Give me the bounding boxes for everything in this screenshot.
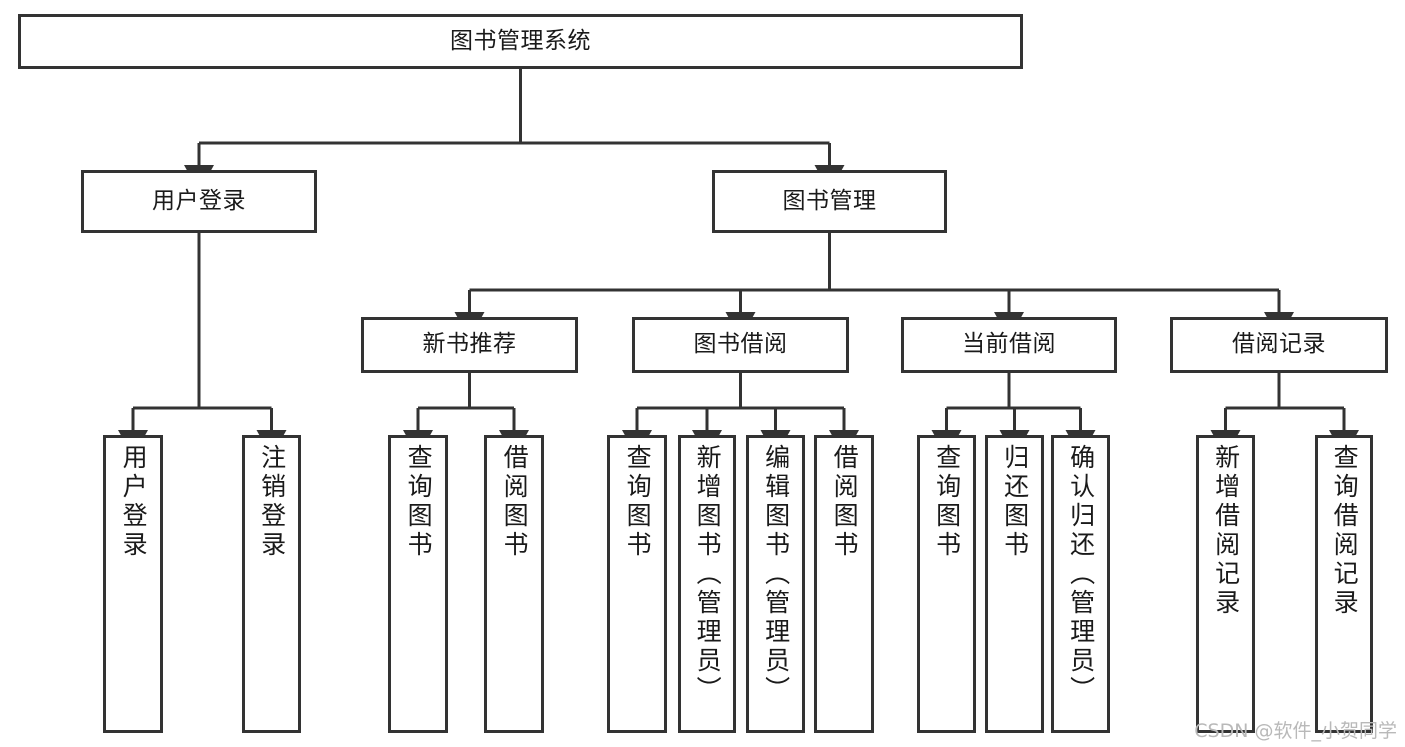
node-label: 归还图书 <box>1000 444 1030 560</box>
node-label: 用户登录 <box>119 444 149 560</box>
node-login[interactable]: 用户登录 <box>81 170 317 233</box>
node-l9[interactable]: 查询图书 <box>917 435 976 733</box>
node-l1[interactable]: 用户登录 <box>103 435 163 733</box>
node-l7[interactable]: 编辑图书（管理员） <box>746 435 805 733</box>
node-l4[interactable]: 借阅图书 <box>484 435 544 733</box>
node-label: 注销登录 <box>257 444 287 560</box>
node-label: 查询图书 <box>623 444 653 560</box>
node-l2[interactable]: 注销登录 <box>242 435 301 733</box>
node-label: 借阅图书 <box>500 444 530 560</box>
edge-layer <box>118 69 1359 457</box>
node-bookmgmt[interactable]: 图书管理 <box>712 170 947 233</box>
node-label: 图书借阅 <box>693 331 788 358</box>
node-label: 新增图书（管理员） <box>693 444 723 705</box>
node-l13[interactable]: 查询借阅记录 <box>1315 435 1373 733</box>
node-l3[interactable]: 查询图书 <box>388 435 448 733</box>
node-label: 图书管理系统 <box>450 27 591 54</box>
node-current[interactable]: 当前借阅 <box>901 317 1117 373</box>
node-label: 新增借阅记录 <box>1211 444 1241 618</box>
node-label: 借阅图书 <box>830 444 860 560</box>
node-label: 查询借阅记录 <box>1330 444 1360 618</box>
node-label: 借阅记录 <box>1232 331 1326 358</box>
node-label: 新书推荐 <box>422 331 517 358</box>
node-label: 用户登录 <box>152 187 246 214</box>
node-borrow[interactable]: 图书借阅 <box>632 317 849 373</box>
node-label: 图书管理 <box>782 187 877 214</box>
node-l10[interactable]: 归还图书 <box>985 435 1044 733</box>
node-label: 查询图书 <box>404 444 434 560</box>
node-l12[interactable]: 新增借阅记录 <box>1196 435 1255 733</box>
node-l8[interactable]: 借阅图书 <box>814 435 874 733</box>
node-l5[interactable]: 查询图书 <box>607 435 667 733</box>
node-l6[interactable]: 新增图书（管理员） <box>678 435 736 733</box>
node-records[interactable]: 借阅记录 <box>1170 317 1388 373</box>
node-l11[interactable]: 确认归还（管理员） <box>1051 435 1110 733</box>
node-label: 当前借阅 <box>962 331 1056 358</box>
node-newrec[interactable]: 新书推荐 <box>361 317 578 373</box>
node-label: 编辑图书（管理员） <box>761 444 791 705</box>
node-label: 查询图书 <box>932 444 962 560</box>
node-label: 确认归还（管理员） <box>1066 444 1096 705</box>
node-root[interactable]: 图书管理系统 <box>18 14 1023 69</box>
